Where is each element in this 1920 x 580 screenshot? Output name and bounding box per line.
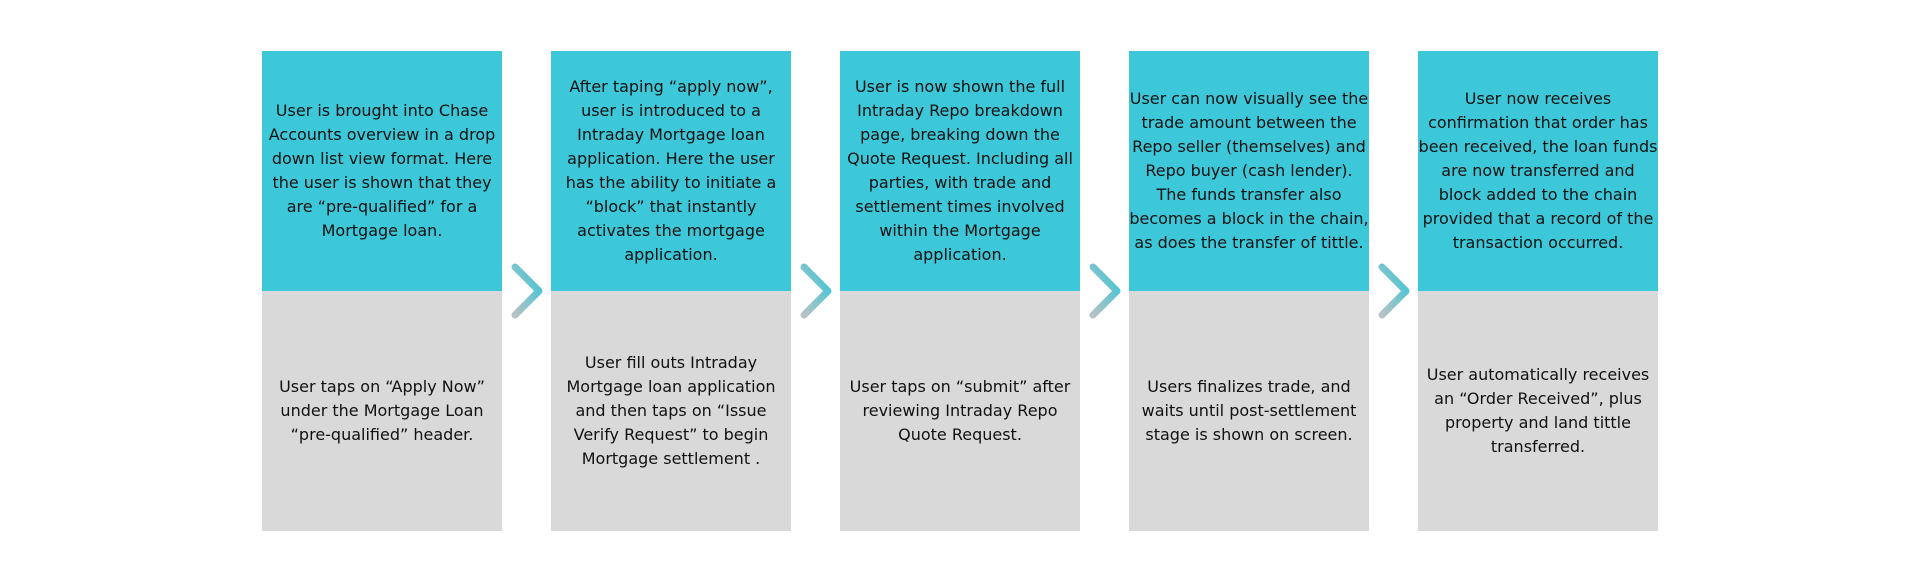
chevron-right-icon	[1378, 263, 1410, 319]
step-4-description: User can now visually see the trade amou…	[1129, 89, 1369, 252]
step-3-description-panel: User is now shown the full Intraday Repo…	[840, 51, 1080, 291]
step-2: After taping “apply now”, user is introd…	[551, 51, 791, 531]
step-5-description: User now receives confirmation that orde…	[1418, 89, 1658, 252]
chevron-right-icon	[511, 263, 543, 319]
step-5: User now receives confirmation that orde…	[1418, 51, 1658, 531]
step-4-description-panel: User can now visually see the trade amou…	[1129, 51, 1369, 291]
step-1-action-panel: User taps on “Apply Now” under the Mortg…	[262, 291, 502, 531]
step-2-description: After taping “apply now”, user is introd…	[565, 77, 777, 264]
step-1-action: User taps on “Apply Now” under the Mortg…	[279, 377, 485, 444]
step-5-description-panel: User now receives confirmation that orde…	[1418, 51, 1658, 291]
step-3: User is now shown the full Intraday Repo…	[840, 51, 1080, 531]
step-4-action-panel: Users finalizes trade, and waits until p…	[1129, 291, 1369, 531]
step-1-description-panel: User is brought into Chase Accounts over…	[262, 51, 502, 291]
step-5-action: User automatically receives an “Order Re…	[1426, 365, 1650, 456]
step-1-description: User is brought into Chase Accounts over…	[268, 101, 496, 240]
chevron-right-icon	[1089, 263, 1121, 319]
step-3-action-panel: User taps on “submit” after reviewing In…	[840, 291, 1080, 531]
step-1: User is brought into Chase Accounts over…	[262, 51, 502, 531]
step-4-action: Users finalizes trade, and waits until p…	[1141, 377, 1357, 444]
step-3-action: User taps on “submit” after reviewing In…	[849, 377, 1071, 444]
step-3-description: User is now shown the full Intraday Repo…	[847, 77, 1073, 264]
step-5-action-panel: User automatically receives an “Order Re…	[1418, 291, 1658, 531]
step-2-description-panel: After taping “apply now”, user is introd…	[551, 51, 791, 291]
step-4: User can now visually see the trade amou…	[1129, 51, 1369, 531]
step-2-action: User fill outs Intraday Mortgage loan ap…	[566, 353, 776, 468]
chevron-right-icon	[800, 263, 832, 319]
step-2-action-panel: User fill outs Intraday Mortgage loan ap…	[551, 291, 791, 531]
